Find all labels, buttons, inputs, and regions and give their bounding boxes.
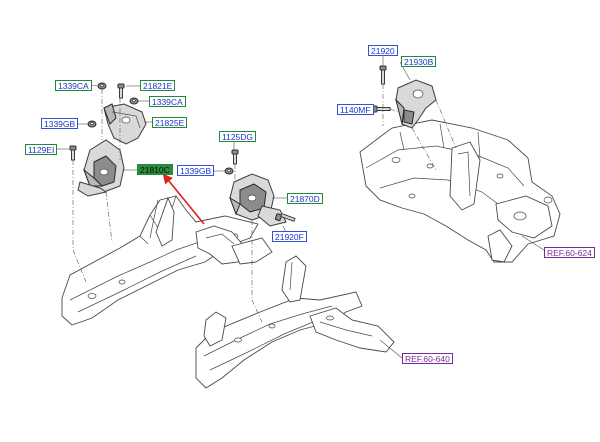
part-label-21920[interactable]: 21920: [368, 45, 398, 56]
part-label-1129ei[interactable]: 1129EI: [25, 144, 58, 155]
reference-link-60-624[interactable]: REF.60-624: [544, 247, 595, 258]
fastener-bolt-1129ei: [69, 145, 77, 161]
fastener-nut-1339gb-b: [224, 167, 234, 175]
transmission-mount-assembly: [229, 173, 287, 227]
lower-side-member: [195, 255, 395, 389]
part-label-1339gb-a[interactable]: 1339GB: [41, 118, 79, 129]
red-pointer-arrow: [162, 173, 205, 225]
part-label-21810c[interactable]: 21810C: [137, 164, 173, 175]
engine-mount-assembly: [77, 139, 125, 197]
fastener-bolt-21920: [379, 65, 387, 85]
part-label-1339ca-b[interactable]: 1339CA: [149, 96, 186, 107]
part-label-21920f[interactable]: 21920F: [272, 231, 307, 242]
upper-mount-bracket: [103, 103, 147, 145]
front-subframe: [359, 119, 561, 263]
part-label-1140mf[interactable]: 1140MF: [337, 104, 374, 115]
fastener-nut-1339gb-a: [87, 120, 97, 128]
fastener-nut-1339ca-b: [129, 97, 139, 105]
part-label-1125dg[interactable]: 1125DG: [219, 131, 257, 142]
part-label-21870d[interactable]: 21870D: [287, 193, 323, 204]
front-side-member: [61, 195, 273, 326]
fastener-bolt-21920f: [274, 213, 296, 222]
part-label-21930b[interactable]: 21930B: [401, 56, 437, 67]
roll-rod-bracket: [395, 79, 437, 129]
part-label-21821e[interactable]: 21821E: [140, 80, 176, 91]
part-label-1339gb-b[interactable]: 1339GB: [177, 165, 215, 176]
fastener-bolt-1140mf: [371, 105, 391, 113]
reference-link-60-640[interactable]: REF.60-640: [402, 353, 453, 364]
alignment-centerlines: [72, 84, 457, 323]
fastener-bolt-21821e: [117, 83, 125, 99]
fastener-nut-1339ca-a: [97, 82, 107, 90]
part-label-1339ca-a[interactable]: 1339CA: [55, 80, 92, 91]
part-label-21825e[interactable]: 21825E: [152, 117, 188, 128]
fastener-bolt-1125dg: [231, 149, 239, 165]
